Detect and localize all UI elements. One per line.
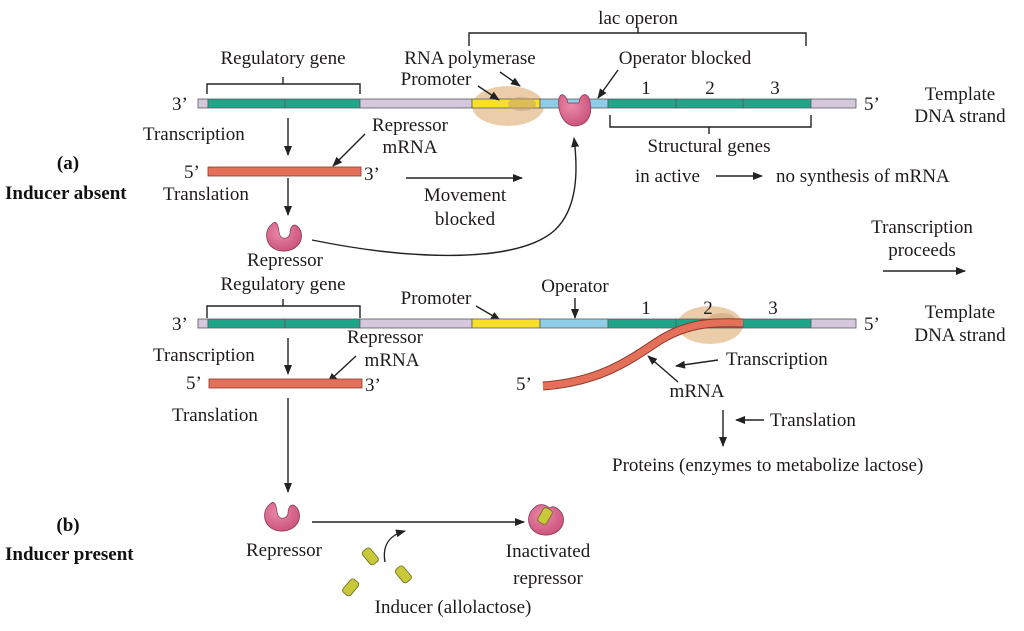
inactivated-label-line1: Inactivated [506,541,591,562]
gene-number-2-b: 2 [703,298,713,319]
dna-spacer [810,98,857,109]
repressor-mrna-label-line1: Repressor [372,115,449,136]
operon-mrna-label: mRNA [670,381,725,402]
regulatory-gene-segment [207,98,286,109]
structural-gene-3 [742,98,812,109]
dna-5-end: 5’ [864,94,880,115]
translation-label: Translation [163,184,249,205]
proteins-label: Proteins (enzymes to metabolize lactose) [612,455,923,476]
operon-translation-label: Translation [770,410,856,431]
repressor-binding-arrow [311,137,580,257]
template-label-b-line2: DNA strand [914,325,1006,346]
repressor-label-b: Repressor [246,540,323,561]
transcription-label-b: Transcription [153,345,255,366]
translation-label-b: Translation [172,405,258,426]
regulatory-gene-label-b: Regulatory gene [220,274,345,295]
repressor-mrna-label-line2: mRNA [383,137,438,158]
panel-b-tag: (b) [56,515,79,536]
repressor-icon-b [264,502,300,532]
inducer-molecule-icon [394,565,412,584]
inactivated-label-line2: repressor [513,568,583,589]
promoter-segment [471,318,541,329]
dna-spacer [359,98,473,109]
panel-a: lac operon Regulatory gene 3’ 5’ 1 2 3 R… [5,8,1006,271]
regulatory-gene-label: Regulatory gene [220,48,345,69]
structural-gene-1 [607,98,677,109]
panel-b: Transcription proceeds Regulatory gene P… [5,217,1006,618]
operator-label-b: Operator [541,276,609,297]
promoter-arrow [477,85,500,101]
repressor-icon [266,222,302,252]
dna-5-end-b: 5’ [864,314,880,335]
regulatory-gene-segment [207,318,286,329]
operon-mrna-arrow [647,355,679,383]
transcription-proceeds-line2: proceeds [888,240,956,261]
dna-strand-b [197,318,857,329]
structural-gene-3 [742,318,812,329]
dna-spacer [810,318,857,329]
inducer-molecule-icon [361,547,379,566]
operon-transcription-arrow [675,359,719,369]
repressor-mrna-arrow-b [327,355,357,383]
gene-number-3-b: 3 [768,298,778,319]
polymerase-arrow [499,71,521,87]
mrna-5-end-b: 5’ [186,373,202,394]
panel-a-tag: (a) [57,153,79,174]
structural-gene-2 [675,98,744,109]
operator-blocked-arrow [597,69,619,99]
repressor-mrna-strand-b [208,378,363,389]
inducer-label: Inducer (allolactose) [375,597,532,618]
lac-operon-bracket [468,32,807,46]
dna-spacer [197,98,209,109]
mrna-5-end: 5’ [184,162,200,183]
template-label-line1: Template [925,84,995,105]
gene-number-2: 2 [705,78,715,99]
panel-b-condition: Inducer present [5,544,134,565]
mrna-3-end-b: 3’ [365,375,381,396]
panel-a-condition: Inducer absent [5,183,127,204]
operon-mrna-strand [542,319,744,390]
structural-genes-bracket [609,115,812,128]
structural-gene-1 [607,318,677,329]
inactive-label: in active [635,166,700,187]
dna-spacer [197,318,209,329]
repressor-mrna-arrow [332,133,366,167]
inducer-binding-arrow [383,529,406,563]
lac-operon-label: lac operon [598,8,678,29]
gene-number-3: 3 [770,78,780,99]
transcription-proceeds-line1: Transcription [871,217,973,238]
gene-number-1-b: 1 [641,298,651,319]
bound-inducer-icon [537,507,553,525]
mrna-3-end: 3’ [364,164,380,185]
rna-polymerase-label: RNA polymerase [404,48,535,69]
movement-label-line2: blocked [435,209,496,230]
repressor-mrna-b-line2: mRNA [365,350,420,371]
structural-genes-label: Structural genes [648,136,771,157]
inducer-molecule-icon [342,578,360,597]
repressor-mrna-strand [207,166,362,177]
promoter-arrow-b [475,305,501,321]
promoter-label: Promoter [401,69,472,90]
bound-repressor-icon [558,94,592,127]
transcription-label: Transcription [143,124,245,145]
operon-mrna-5-end: 5’ [516,374,532,395]
template-label-line2: DNA strand [914,106,1006,127]
polymerase-shadow [508,97,536,111]
operator-blocked-label: Operator blocked [619,48,752,69]
template-label-b-line1: Template [925,302,995,323]
regulatory-gene-segment [284,98,361,109]
operon-transcription-label: Transcription [726,349,828,370]
dna-3-end-b: 3’ [172,314,188,335]
promoter-label-b: Promoter [401,288,472,309]
operator-segment [539,318,609,329]
regulatory-gene-bracket [206,83,361,94]
regulatory-gene-bracket [206,305,361,318]
no-synthesis-label: no synthesis of mRNA [776,166,950,187]
gene-number-1: 1 [641,78,651,99]
repressor-label: Repressor [247,250,324,271]
repressor-mrna-b-line1: Repressor [347,327,424,348]
dna-3-end: 3’ [172,94,188,115]
movement-label-line1: Movement [424,185,507,206]
